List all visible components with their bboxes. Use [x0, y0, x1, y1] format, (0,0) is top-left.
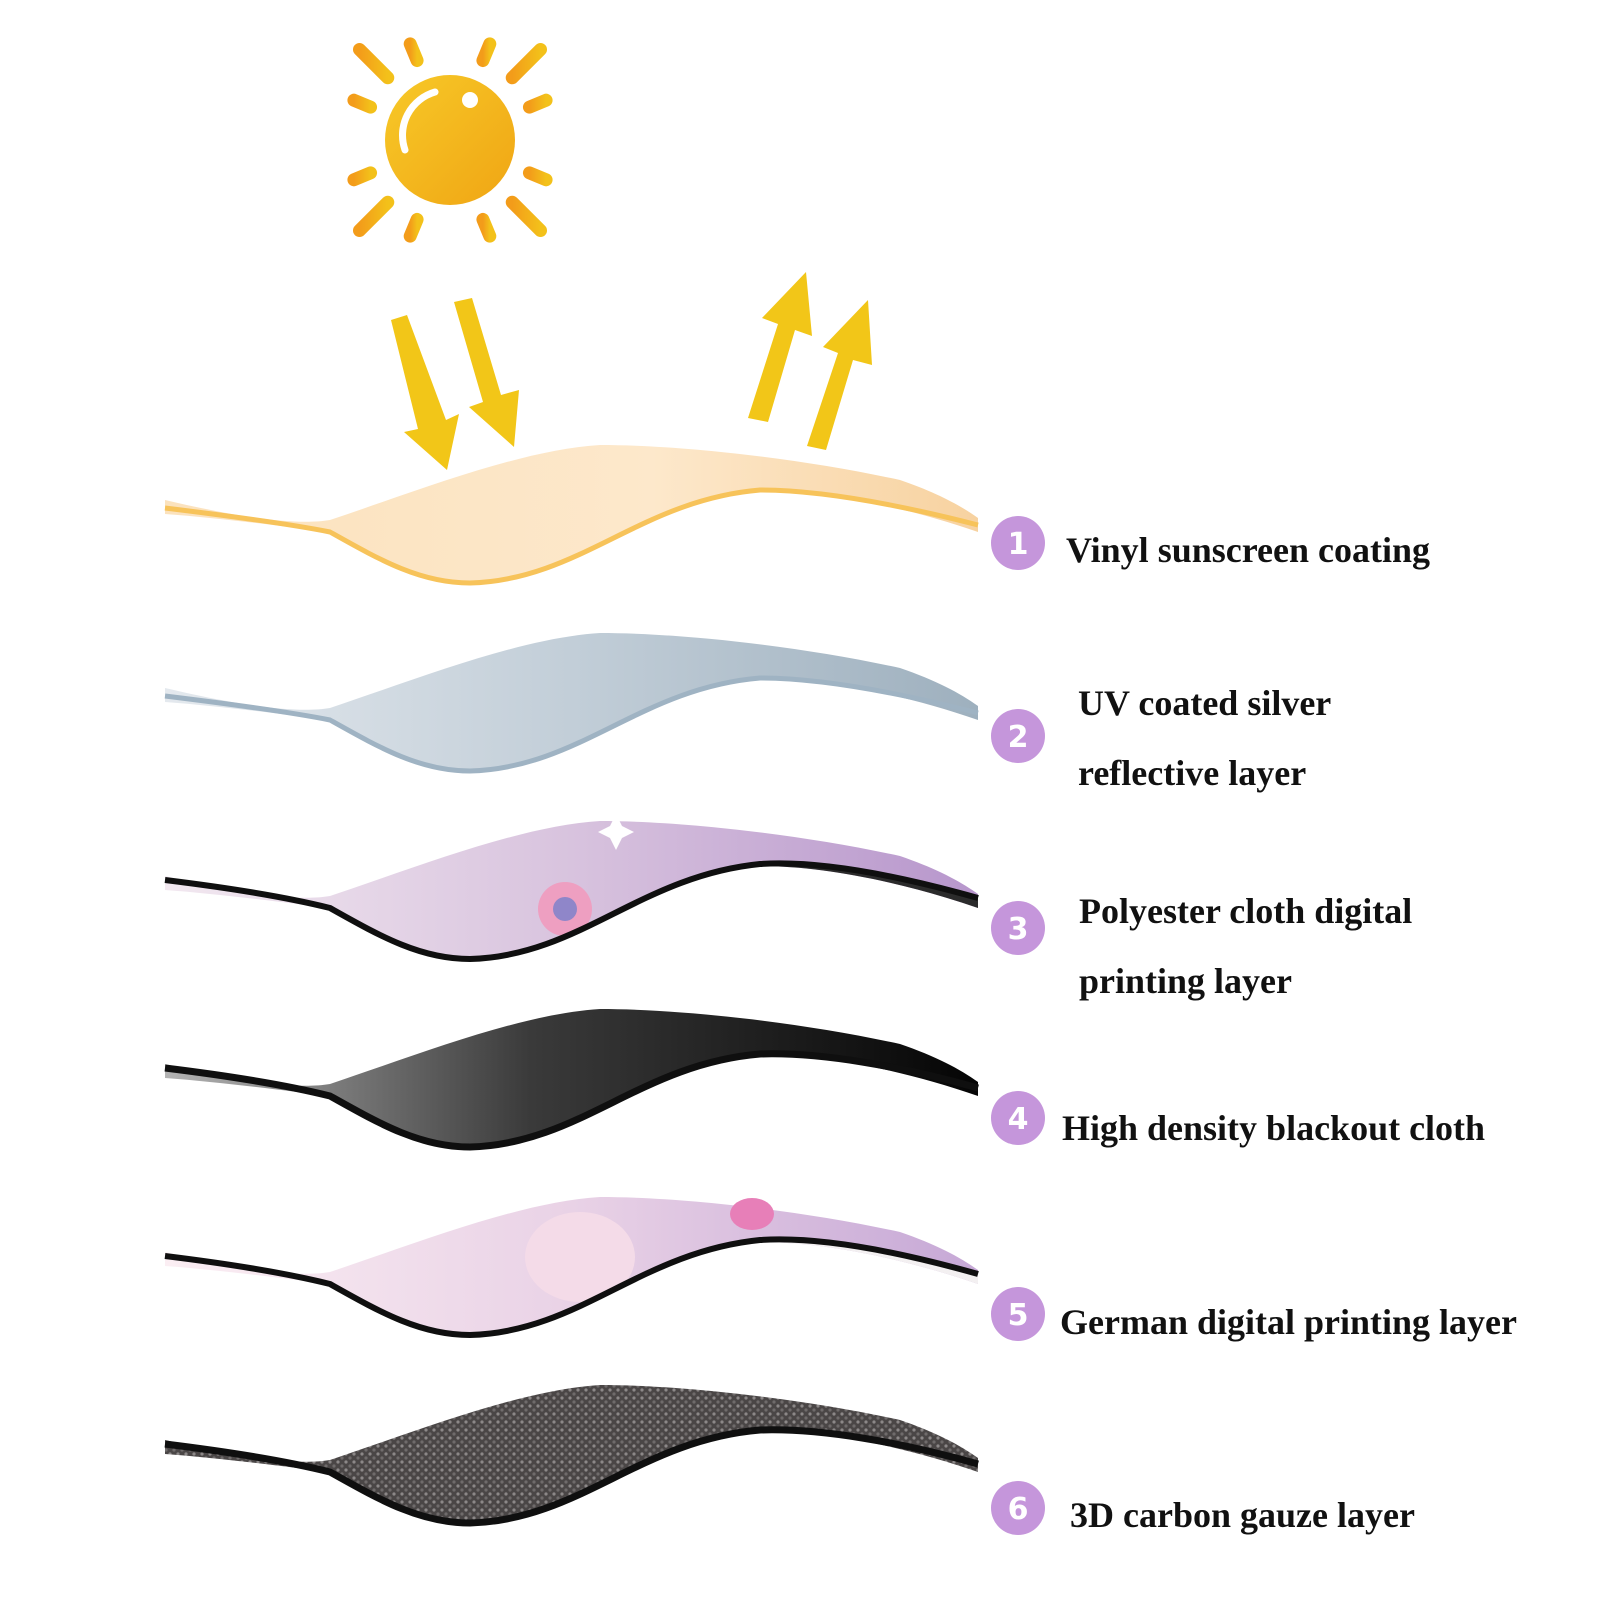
sun-ray	[522, 93, 553, 114]
arrow-down-icon	[454, 298, 519, 447]
arrow-down-icon	[391, 298, 519, 470]
sun-icon	[315, 5, 585, 275]
layer-label-line: UV coated silver	[1078, 683, 1332, 723]
sun-ray	[505, 195, 548, 238]
sun-ray	[403, 212, 424, 243]
arrow-up-icon	[748, 272, 812, 422]
number-badge: 6	[991, 1481, 1045, 1535]
layer-label-5: German digital printing layer	[1060, 1287, 1517, 1357]
arrow-down-icon	[391, 315, 459, 470]
layer-sheet-4	[164, 1009, 979, 1151]
svg-text:5: 5	[1008, 1298, 1029, 1333]
number-badge: 3	[991, 901, 1045, 955]
layer-sheet-5	[164, 1197, 979, 1339]
svg-text:4: 4	[1008, 1102, 1029, 1137]
sun-ray	[352, 42, 395, 85]
sun-ray	[476, 37, 497, 68]
svg-text:2: 2	[1008, 720, 1029, 755]
sun-ray	[403, 37, 424, 68]
svg-text:3: 3	[1008, 912, 1029, 947]
number-badge: 2	[991, 709, 1045, 763]
layer-sheet-3	[164, 814, 979, 963]
number-badge: 5	[991, 1287, 1045, 1341]
sun-ray	[476, 212, 497, 243]
layer-sheet-1	[164, 445, 979, 586]
sun-ray	[505, 42, 548, 85]
svg-text:6: 6	[1008, 1492, 1029, 1527]
sun-ray	[522, 166, 553, 187]
layer-label-2: UV coated silver reflective layer	[1078, 668, 1331, 808]
arrow-up-icon	[807, 300, 872, 450]
sun-ray	[347, 93, 378, 114]
layer-label-line: 3D carbon gauze layer	[1070, 1495, 1415, 1535]
sun-ray	[347, 166, 378, 187]
layer-label-4: High density blackout cloth	[1062, 1093, 1485, 1163]
layer-label-line: printing layer	[1079, 961, 1292, 1001]
layer-label-6: 3D carbon gauze layer	[1070, 1480, 1415, 1550]
layer-label-1: Vinyl sunscreen coating	[1066, 515, 1430, 585]
svg-text:1: 1	[1008, 527, 1029, 562]
layer-label-line: German digital printing layer	[1060, 1302, 1517, 1342]
number-badge: 1	[991, 516, 1045, 570]
number-badge: 4	[991, 1091, 1045, 1145]
layer-label-3: Polyester cloth digital printing layer	[1079, 876, 1412, 1016]
layer-label-line: Polyester cloth digital	[1079, 891, 1413, 931]
layer-sheet-2	[164, 633, 979, 774]
layer-label-line: Vinyl sunscreen coating	[1066, 530, 1431, 570]
layer-label-line: High density blackout cloth	[1062, 1108, 1486, 1148]
layer-sheet-6	[164, 1385, 979, 1527]
layer-label-line: reflective layer	[1078, 753, 1307, 793]
sun-ray	[352, 195, 395, 238]
arrow-up-icon	[748, 272, 872, 450]
